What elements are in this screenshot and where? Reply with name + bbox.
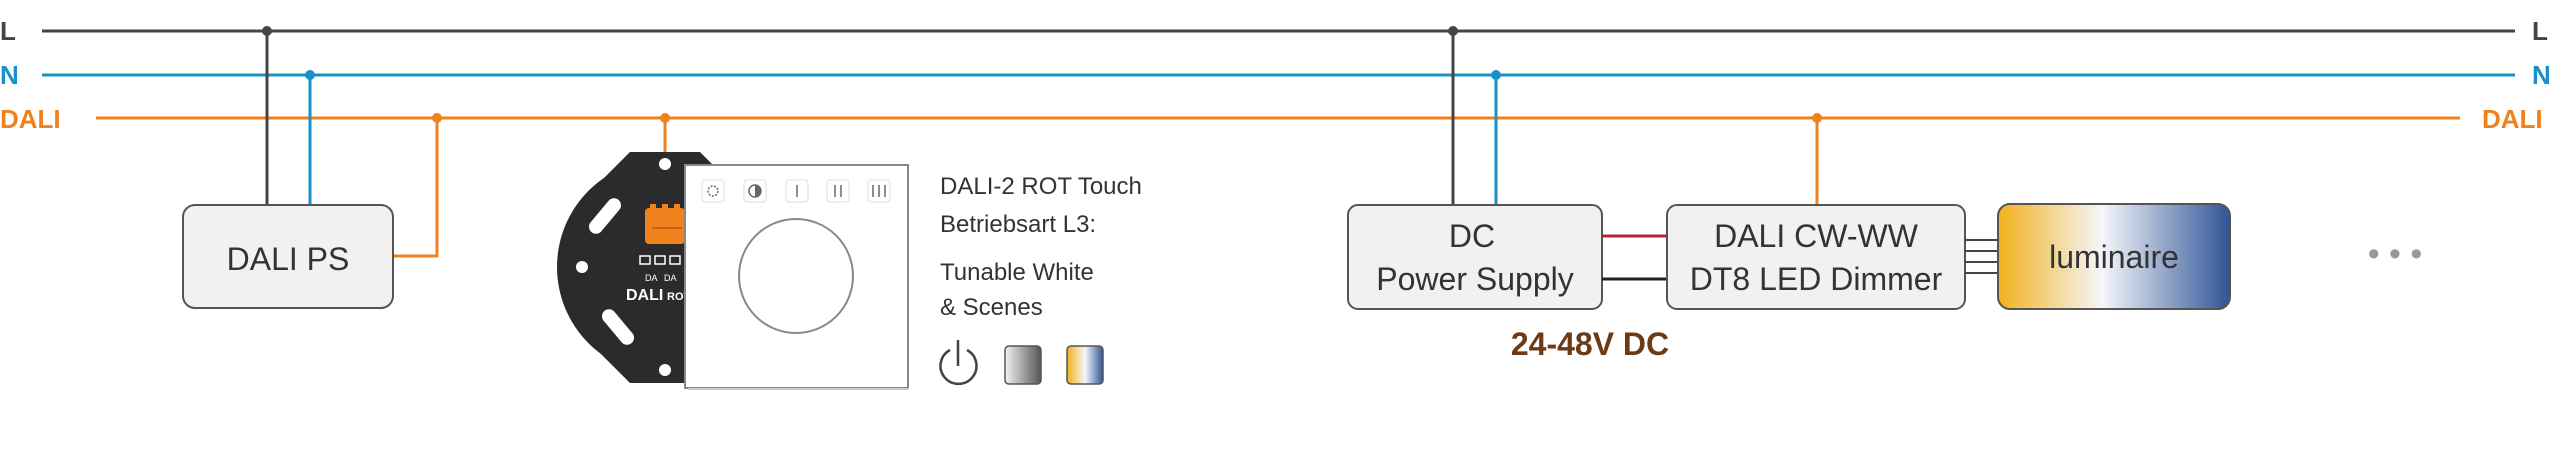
bus-label-dali-right: DALI (2482, 104, 2543, 134)
more-ellipsis: • • • (2368, 235, 2423, 273)
rotary-dial[interactable] (738, 218, 854, 334)
wire-dali-ps-output (393, 118, 439, 258)
junction-dot (1448, 26, 1458, 36)
terminal-pin (650, 204, 656, 212)
terminal-pin (662, 204, 668, 212)
bus-label-dali-left: DALI (0, 104, 61, 134)
power-supply-box (1347, 204, 1603, 310)
power-supply-label-line1: DC (1449, 218, 1495, 254)
screw-hole (659, 364, 671, 376)
power-icon (939, 340, 978, 386)
info-function-line1: Tunable White (940, 259, 1094, 286)
bus-label-l-left: L (0, 16, 16, 46)
power-supply-label-line2: Power Supply (1376, 261, 1573, 297)
rot-front-panel (684, 164, 909, 390)
junction-dot (660, 113, 670, 123)
scene-button-4[interactable] (826, 179, 850, 203)
screw-hole (576, 261, 588, 273)
junction-dot (262, 26, 272, 36)
terminal-symbol (654, 255, 666, 265)
terminal-label-da-2: DA (664, 273, 677, 283)
color-temp-icon-half (755, 185, 761, 197)
terminal-pin (674, 204, 680, 212)
info-function-line2: & Scenes (940, 294, 1043, 321)
dimmer-label-line1: DALI CW-WW (1714, 218, 1919, 254)
dimming-swatch-icon (1004, 345, 1042, 385)
rot-brand-label: DALI (626, 287, 663, 304)
dali-ps-box (182, 204, 394, 309)
dali-ps-label: DALI PS (227, 241, 350, 277)
brightness-icon (707, 185, 719, 197)
luminaire-box (1997, 203, 2231, 310)
luminaire-label: luminaire (2049, 239, 2179, 275)
terminal-symbol (669, 255, 681, 265)
junction-dot (305, 70, 315, 80)
terminal-block (645, 208, 685, 244)
bus-label-l-right: L (2532, 16, 2548, 46)
dimmer-box (1666, 204, 1966, 310)
terminal-symbol (639, 255, 651, 265)
info-title: DALI-2 ROT Touch (940, 173, 1142, 200)
junction-dot (1491, 70, 1501, 80)
dimmer-label-line2: DT8 LED Dimmer (1690, 261, 1943, 297)
bus-label-n-left: N (0, 60, 19, 90)
tunable-white-swatch-icon (1066, 345, 1104, 385)
terminal-label-da-1: DA (645, 273, 658, 283)
scene-button-1[interactable] (701, 179, 725, 203)
info-mode: Betriebsart L3: (940, 211, 1096, 238)
junction-dot (432, 113, 442, 123)
mounting-slot (602, 309, 634, 345)
screw-hole (659, 158, 671, 170)
mounting-slot (589, 198, 621, 234)
junction-dot (1812, 113, 1822, 123)
bus-label-n-right: N (2532, 60, 2551, 90)
voltage-label: 24-48V DC (1511, 326, 1669, 362)
